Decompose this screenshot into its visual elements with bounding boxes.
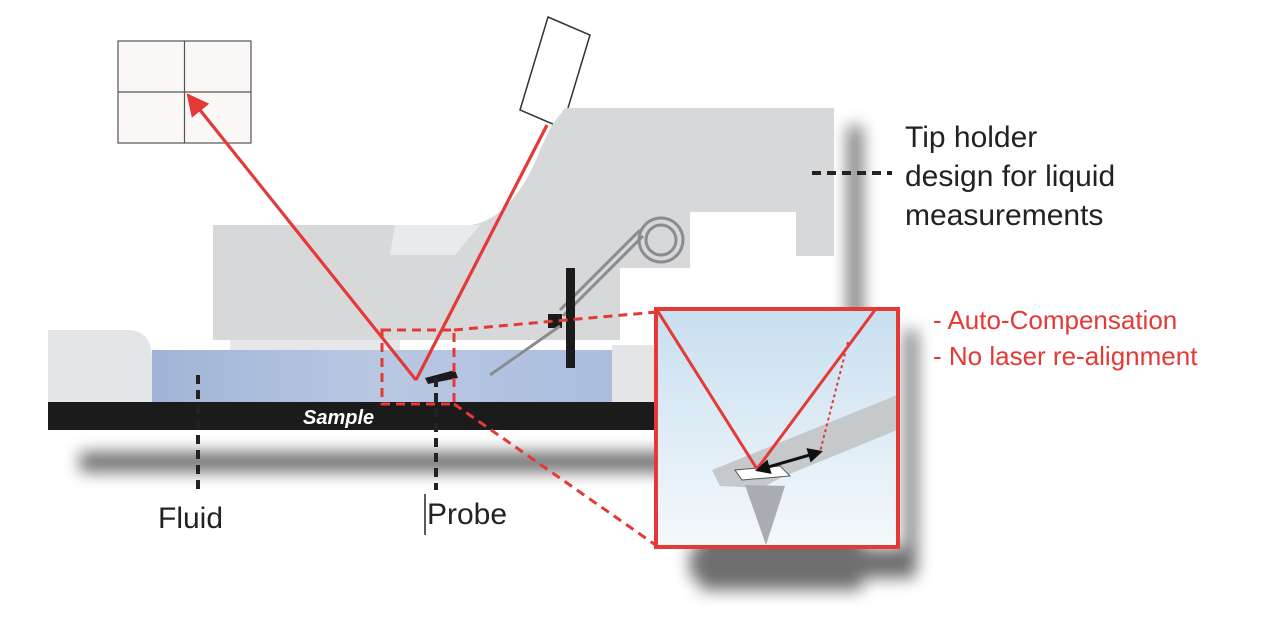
fluid-label: Fluid (158, 502, 224, 535)
sample-substrate (48, 402, 660, 430)
photodetector-icon (117, 40, 252, 144)
probe-label: Probe (427, 498, 508, 531)
tip-holder-line-1: Tip holder (905, 121, 1038, 154)
zoom-callout (380, 310, 658, 548)
tip-holder-line-2: design for liquid (905, 160, 1116, 193)
sample-label: Sample (303, 407, 374, 429)
feature-no-realignment: - No laser re-alignment (933, 341, 1198, 371)
probe-mount (425, 268, 575, 384)
label-leader-lines (196, 171, 892, 490)
tip-holder-line-3: measurements (905, 199, 1104, 232)
laser-beam (186, 93, 549, 381)
feature-auto-compensation: - Auto-Compensation (933, 305, 1178, 335)
zoom-inset (654, 307, 900, 549)
tip-holder-caption: Tip holder design for liquid measurement… (905, 118, 1115, 235)
